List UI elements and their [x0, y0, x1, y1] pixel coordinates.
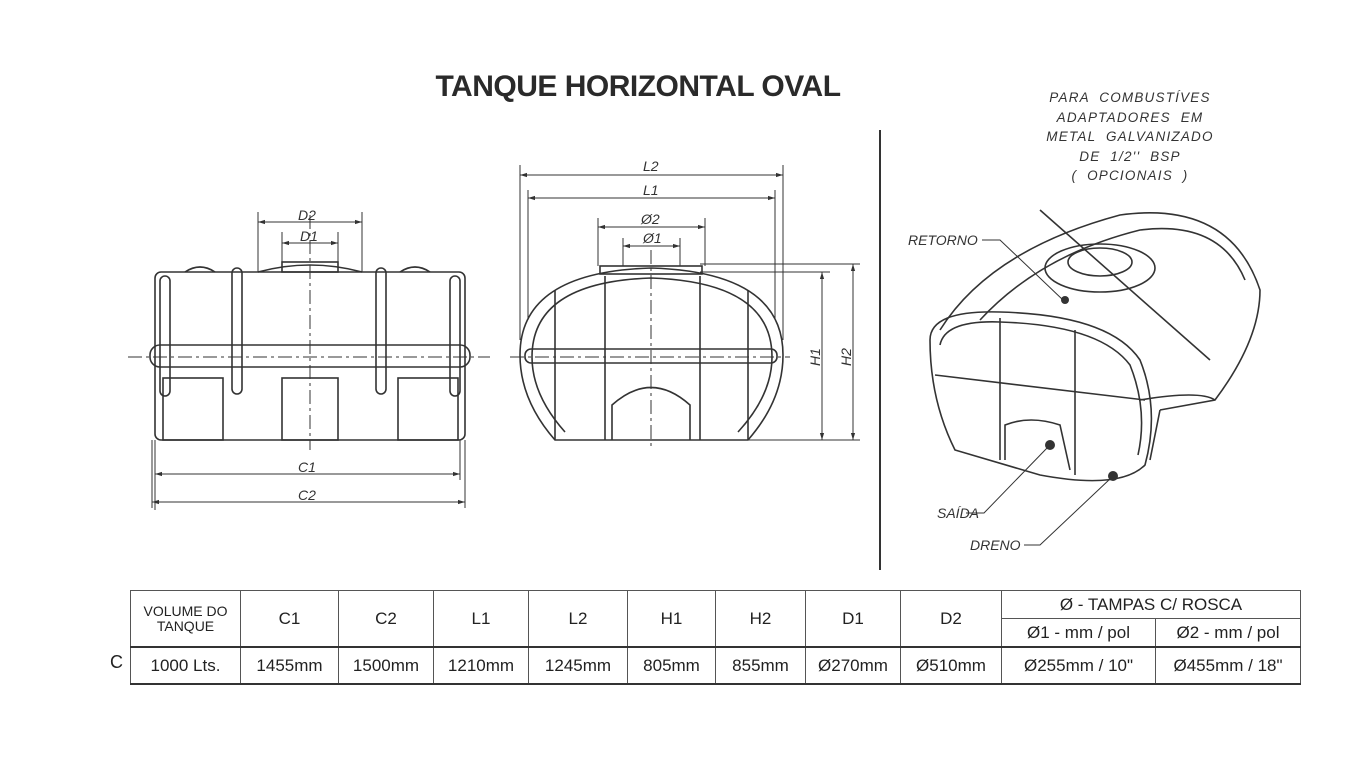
label-dreno: DRENO [970, 537, 1021, 553]
table-row: 1000 Lts. 1455mm 1500mm 1210mm 1245mm 80… [130, 646, 1301, 685]
retorno-outlet-icon [1061, 296, 1069, 304]
dim-label-d1: D1 [300, 228, 318, 244]
header-d1: D1 [805, 590, 901, 648]
side-view [128, 212, 490, 510]
cell-d1: Ø270mm [805, 646, 901, 685]
dim-label-c2: C2 [298, 487, 316, 503]
dim-label-c1: C1 [298, 459, 316, 475]
fuel-adapter-note: PARA COMBUSTÍVES ADAPTADORES EM METAL GA… [1010, 88, 1250, 186]
cell-d2: Ø510mm [900, 646, 1002, 685]
header-l2: L2 [528, 590, 628, 648]
cell-l2: 1245mm [528, 646, 628, 685]
note-line: PARA COMBUSTÍVES [1049, 90, 1211, 105]
header-l1: L1 [433, 590, 529, 648]
spec-table: VOLUME DO TANQUE C1 C2 L1 L2 H1 H2 D1 D2… [130, 590, 1301, 685]
cell-h2: 855mm [715, 646, 806, 685]
header-c1: C1 [240, 590, 339, 648]
leader-lines [966, 239, 1112, 546]
cell-c1: 1455mm [240, 646, 339, 685]
label-saida: SAÍDA [937, 505, 979, 521]
note-line: METAL GALVANIZADO [1046, 129, 1214, 144]
isometric-view [929, 209, 1261, 482]
dim-label-h1: H1 [807, 348, 823, 366]
cell-o2: Ø455mm / 18" [1155, 646, 1301, 685]
note-line: DE 1/2'' BSP [1079, 148, 1181, 164]
cell-c2: 1500mm [338, 646, 434, 685]
note-line: ( OPCIONAIS ) [1071, 168, 1189, 183]
dim-label-o1: Ø1 [642, 230, 662, 246]
note-line: ADAPTADORES EM [1056, 109, 1204, 125]
dim-label-l2: L2 [643, 158, 659, 174]
cell-volume: 1000 Lts. [130, 646, 241, 685]
cell-l1: 1210mm [433, 646, 529, 685]
dim-label-o2: Ø2 [640, 211, 660, 227]
front-view [510, 165, 860, 450]
header-h2: H2 [715, 590, 806, 648]
header-o2: Ø2 - mm / pol [1155, 618, 1301, 648]
drawing-title: TANQUE HORIZONTAL OVAL [435, 70, 841, 103]
row-label: C [110, 652, 123, 672]
dim-label-d2: D2 [298, 207, 316, 223]
cell-o1: Ø255mm / 10" [1001, 646, 1156, 685]
header-h1: H1 [627, 590, 716, 648]
header-o1: Ø1 - mm / pol [1001, 618, 1156, 648]
header-c2: C2 [338, 590, 434, 648]
label-retorno: RETORNO [908, 232, 978, 248]
dim-label-l1: L1 [643, 182, 659, 198]
header-volume: VOLUME DO TANQUE [130, 590, 241, 648]
cell-h1: 805mm [627, 646, 716, 685]
header-tampas: Ø - TAMPAS C/ ROSCA [1001, 590, 1301, 619]
header-d2: D2 [900, 590, 1002, 648]
dim-label-h2: H2 [838, 348, 854, 366]
